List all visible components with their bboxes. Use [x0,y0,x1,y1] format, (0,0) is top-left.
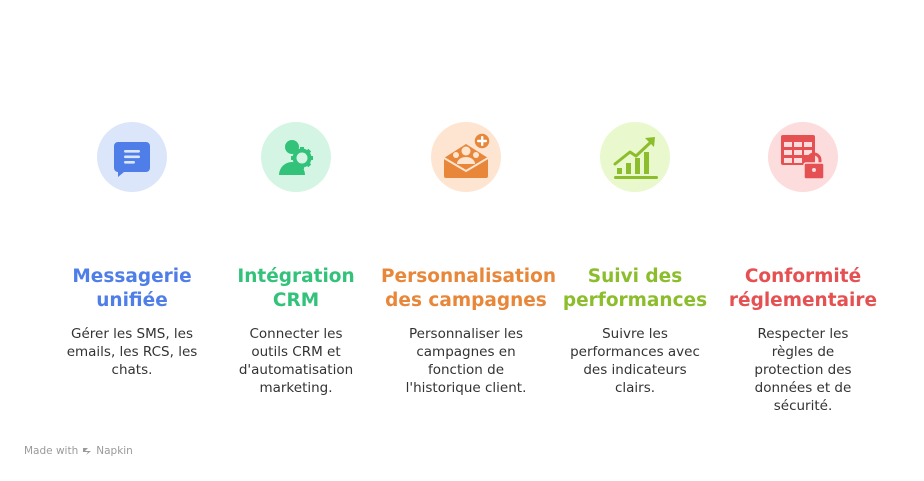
description-line: des indicateurs [583,362,687,378]
napkin-logo-icon [83,448,92,455]
description-line: sécurité. [773,398,833,414]
description-line: d'automatisation [238,362,354,378]
feature-column-crm: Intégration CRM Connecter les outils CRM… [211,0,381,481]
feature-title: Messagerie unifiée [47,265,217,313]
description-line: données et de [754,380,852,396]
description-line: Connecter les [249,326,343,342]
title-line: unifiée [96,290,168,311]
personalized-envelope-icon [443,132,491,178]
description-line: Personnaliser les [409,326,523,342]
feature-column-messaging: Messagerie unifiée Gérer les SMS, les em… [47,0,217,481]
title-line: des campagnes [385,290,547,311]
compliance-icon-circle [768,122,838,192]
personalization-icon-circle [431,122,501,192]
title-line: Suivi des [587,266,683,287]
title-line: Messagerie [72,266,192,287]
description-line: chats. [111,362,153,378]
made-with-label: Made with [24,445,79,457]
description-line: règles de [771,344,835,360]
title-line: Personnalisation [381,266,557,287]
feature-description: Respecter les règles de protection des d… [754,325,851,415]
messaging-icon-circle [97,122,167,192]
secure-table-lock-icon [781,135,825,180]
feature-column-performance: Suivi des performances Suivre les perfor… [550,0,720,481]
description-line: fonction de [427,362,505,378]
napkin-brand-label: Napkin [96,445,133,457]
description-line: performances avec [570,344,700,360]
description-line: Gérer les SMS, les [70,326,194,342]
title-line: performances [562,290,708,311]
description-line: clairs. [614,380,656,396]
feature-title: Conformité réglementaire [718,265,888,313]
feature-description: Suivre les performances avec des indicat… [570,325,700,397]
feature-description: Connecter les outils CRM et d'automatisa… [239,325,353,397]
description-line: l'historique client. [405,380,527,396]
crm-icon-circle [261,122,331,192]
title-line: réglementaire [728,290,878,311]
title-line: CRM [272,290,320,311]
feature-description: Personnaliser les campagnes en fonction … [406,325,527,397]
made-with-napkin-watermark: Made with Napkin [24,445,133,457]
feature-title: Personnalisation des campagnes [381,265,557,313]
description-line: outils CRM et [251,344,341,360]
crm-gear-person-icon [279,140,313,175]
performance-icon-circle [600,122,670,192]
description-line: protection des [754,362,852,378]
feature-title: Intégration CRM [211,265,381,313]
description-line: Respecter les [757,326,849,342]
description-line: marketing. [259,380,333,396]
description-line: emails, les RCS, les [66,344,198,360]
chat-message-icon [114,142,150,177]
growth-chart-icon [613,137,658,179]
title-line: Conformité [744,266,862,287]
description-line: Suivre les [602,326,668,342]
description-line: campagnes en [416,344,516,360]
title-line: Intégration [237,266,355,287]
feature-column-compliance: Conformité réglementaire Respecter les r… [718,0,888,481]
feature-column-personalization: Personnalisation des campagnes Personnal… [381,0,557,481]
feature-description: Gérer les SMS, les emails, les RCS, les … [67,325,198,379]
feature-title: Suivi des performances [550,265,720,313]
